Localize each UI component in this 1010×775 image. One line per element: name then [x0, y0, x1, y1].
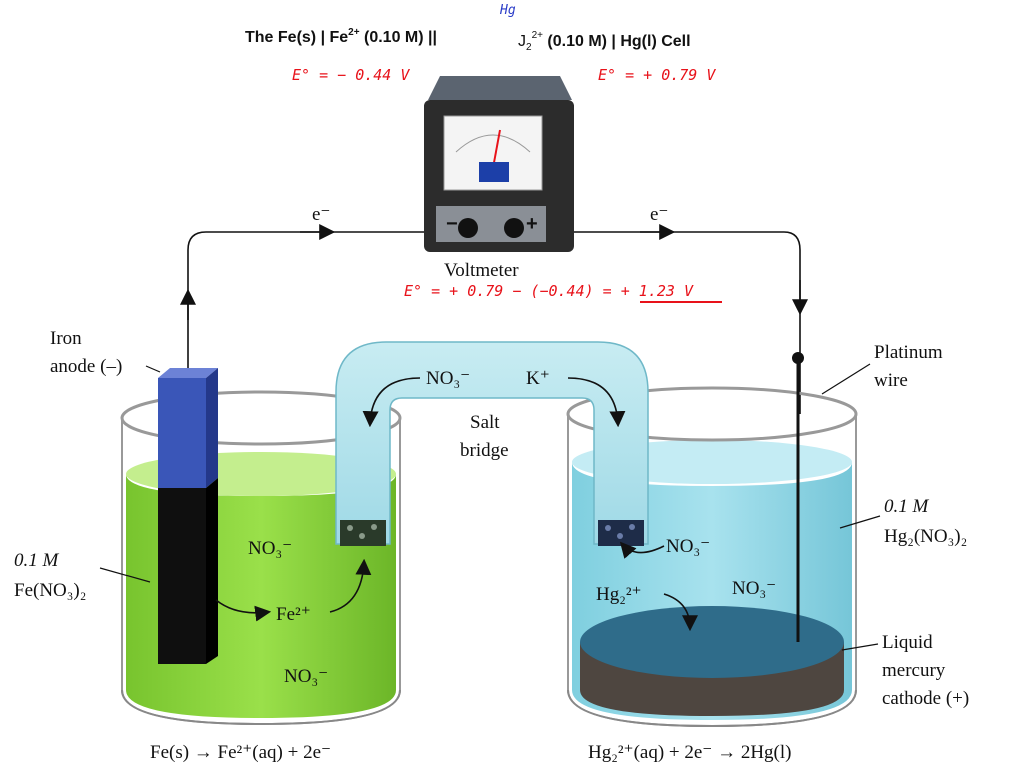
liquid-mercury	[580, 606, 844, 678]
electron-label-left: e⁻	[312, 204, 330, 225]
bridge-nitrate-label: NO₃⁻	[426, 368, 470, 389]
left-nitrate-lower: NO₃⁻	[284, 666, 328, 687]
external-circuit	[187, 231, 801, 640]
salt-bridge	[335, 341, 649, 546]
fe-ion-to-bridge-arrow	[329, 558, 372, 613]
voltmeter-plus-label: +	[526, 213, 538, 235]
left-concentration-leader	[99, 567, 151, 583]
platinum-wire-label-1: Platinum	[874, 342, 943, 363]
right-concentration-label-1: 0.1 M	[884, 496, 930, 517]
e-right-annotation: E° = + 0.79 V	[598, 66, 716, 84]
hg-ion-deposit-arrow	[663, 593, 698, 632]
title-left-sup: 2+	[348, 27, 360, 38]
right-bridge-plug	[598, 520, 644, 546]
cathode-leader	[841, 643, 879, 651]
iron-anode-label-1: Iron	[50, 328, 82, 349]
right-nitrate-upper: NO₃⁻	[666, 536, 710, 557]
cathode-half-reaction: Hg₂²⁺(aq) + 2e⁻ → 2Hg(l)	[588, 742, 792, 763]
iron-electrode	[158, 368, 218, 664]
salt-bridge-label-2: bridge	[460, 440, 509, 461]
platinum-wire-label-2: wire	[874, 370, 908, 391]
title-right-sub: 2	[526, 42, 532, 53]
svg-text:The Fe(s) | Fe2+ (0.10 M) |: The Fe(s) | Fe2+ (0.10 M) ||	[245, 27, 437, 46]
platinum-wire-leader	[821, 363, 871, 395]
right-concentration-leader	[839, 515, 881, 529]
terminal-positive	[504, 218, 524, 238]
voltmeter-needle	[492, 129, 501, 169]
terminal-negative	[458, 218, 478, 238]
cell-title: The Fe(s) | Fe2+ (0.10 M) || Hg J22+ (0.…	[245, 3, 691, 53]
voltmeter-minus-label: −	[446, 213, 458, 235]
cathode-label-1: Liquid	[882, 632, 933, 653]
salt-bridge-label-1: Salt	[470, 412, 500, 433]
bridge-potassium-label: K⁺	[526, 368, 550, 389]
fe-ion-release-arrow	[215, 599, 272, 622]
left-concentration-label-2: Fe(NO₃)₂	[14, 580, 86, 601]
voltmeter-label: Voltmeter	[444, 260, 519, 281]
potassium-flow-arrow	[567, 377, 626, 428]
voltmeter-top	[428, 76, 572, 100]
right-hg-ion: Hg₂²⁺	[596, 584, 642, 605]
voltmeter: − +	[424, 76, 574, 252]
left-beaker-rim	[120, 390, 402, 446]
right-concentration-label-2: Hg₂(NO₃)₂	[884, 526, 967, 547]
title-hg-handwritten: Hg	[499, 3, 516, 18]
title-right-j: J	[518, 33, 526, 50]
cathode-label-2: mercury	[882, 660, 946, 681]
anode-half-reaction: Fe(s) → Fe²⁺(aq) + 2e⁻	[150, 742, 331, 763]
e-left-annotation: E° = − 0.44 V	[292, 66, 410, 84]
right-beaker-rim	[566, 386, 858, 442]
voltmeter-scale	[455, 134, 531, 153]
left-bridge-plug	[340, 520, 386, 546]
title-right-sup: 2+	[532, 30, 544, 41]
nitrate-flow-arrow	[362, 377, 421, 428]
anode-leader-line	[145, 365, 161, 373]
left-concentration-label-1: 0.1 M	[14, 550, 60, 571]
iron-anode-label-2: anode (–)	[50, 356, 122, 377]
right-nitrate-lower: NO₃⁻	[732, 578, 776, 599]
nitrate-to-bridge-arrow	[619, 541, 665, 559]
voltmeter-display	[479, 162, 509, 182]
voltmeter-terminal-panel	[436, 206, 546, 242]
electron-label-right: e⁻	[650, 204, 668, 225]
title-left: The Fe(s) | Fe	[245, 29, 348, 46]
cathode-label-3: cathode (+)	[882, 688, 969, 709]
e-total-annotation: E° = + 0.79 − (−0.44) = + 1.23 V	[404, 282, 694, 300]
svg-text:J22+ (0.10 M) | Hg(l) Cell: J22+ (0.10 M) | Hg(l) Cell	[518, 30, 691, 53]
left-fe-ion: Fe²⁺	[276, 604, 311, 625]
title-left-conc: (0.10 M) ||	[360, 29, 437, 46]
left-nitrate-upper: NO₃⁻	[248, 538, 292, 559]
title-right-rest: (0.10 M) | Hg(l) Cell	[543, 33, 691, 50]
